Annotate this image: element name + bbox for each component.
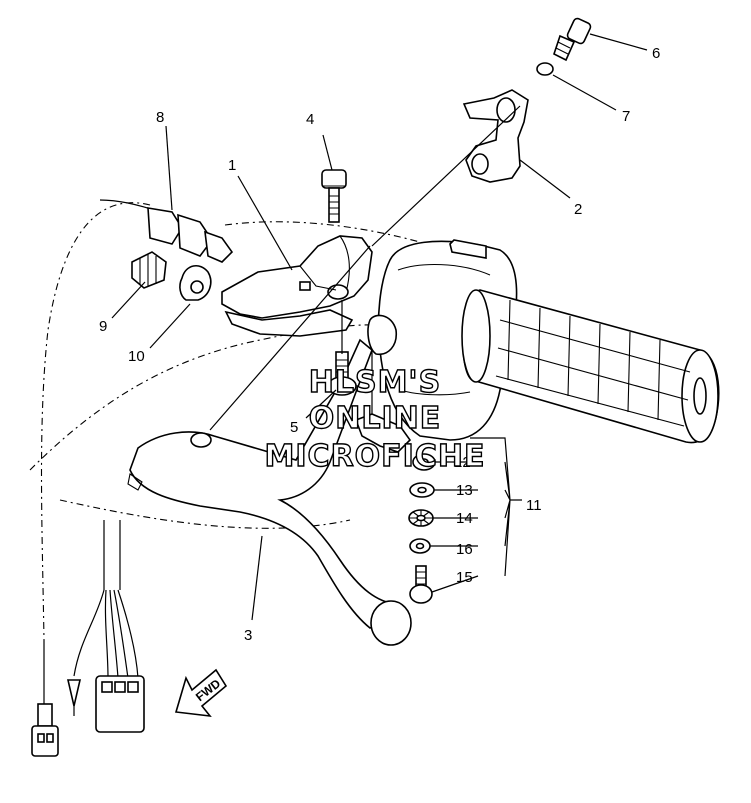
locknut [131,251,167,289]
lever-holder [221,235,373,337]
adjuster-nut [179,265,212,301]
watermark-line-3: MICROFICHE [265,439,486,474]
holder-bracket [462,89,529,183]
part-label-12: 12 [454,454,471,471]
part-label-9: 9 [99,318,107,335]
leader-lines [111,33,648,621]
clutch-lever [127,338,412,646]
lock-washer [408,509,434,527]
part-label-7: 7 [622,108,630,125]
adjusting-bolt [409,565,433,604]
part-label-13: 13 [456,482,473,499]
part-labels: 1 2 3 4 5 6 7 8 9 10 11 12 13 14 15 16 [99,45,660,644]
cable-routing-line [29,324,421,471]
plain-washer [409,482,435,498]
part-label-4: 4 [306,111,314,128]
part-label-5: 5 [290,419,298,436]
part-label-16: 16 [456,541,473,558]
watermark-line-1: HLSM'S [309,365,441,400]
cable-routing-line [40,202,151,641]
washer [536,62,554,76]
part-label-10: 10 [128,348,145,365]
cable-adjuster [147,207,234,263]
pivot-bolt [321,169,347,223]
spring-washer [409,538,431,554]
screw [553,17,592,62]
part-label-15: 15 [456,569,473,586]
part-label-6: 6 [652,45,660,62]
watermark: HLSM'S ONLINE MICROFICHE [264,364,486,474]
part-label-14: 14 [456,510,473,527]
part-label-3: 3 [244,627,252,644]
grip [461,289,720,444]
part-label-11: 11 [526,497,542,514]
part-label-8: 8 [156,109,164,126]
watermark-line-2: ONLINE [309,401,442,436]
part-label-1: 1 [228,157,236,174]
fwd-arrow-icon: FWD [174,668,228,718]
part-label-2: 2 [574,201,582,218]
switch-wiring-harness [66,520,145,733]
